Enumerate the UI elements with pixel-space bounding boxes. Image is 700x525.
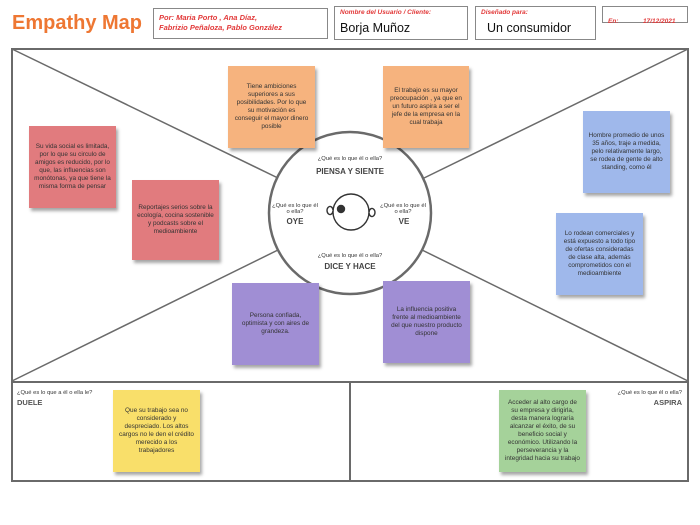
ve-label: VE (398, 217, 410, 226)
sticky-note-piensa-2: El trabajo es su mayor preocupación , ya… (383, 66, 469, 148)
dice-question: ¿Qué es lo que él o ella? (317, 253, 383, 259)
designed-for-label: Diseñado para: (481, 9, 528, 16)
designed-for-box: Diseñado para: Un consumidor (475, 6, 596, 40)
center-circle (267, 130, 433, 296)
sticky-note-ve-2: Lo rodean comerciales y está expuesto a … (556, 213, 643, 295)
user-name-value: Borja Muñoz (340, 21, 411, 35)
authors-line-1: Por: Maria Porto , Ana Díaz, (159, 13, 258, 22)
dice-label: DICE Y HACE (324, 262, 376, 271)
authors-line-2: Fabrizio Peñaloza, Pablo González (159, 23, 282, 32)
sticky-note-oye-2: Reportajes serios sobre la ecología, coc… (132, 180, 219, 260)
sticky-note-piensa-1: Tiene ambiciones superiores a sus posibi… (228, 66, 315, 148)
user-name-box: Nombre del Usuario / Cliente: Borja Muño… (334, 6, 468, 40)
oye-label: OYE (286, 217, 304, 226)
duele-question: ¿Qué es lo que a él o ella le? (17, 390, 93, 396)
sticky-note-aspira-1: Acceder al alto cargo de su empresa y di… (499, 390, 586, 472)
aspira-question: ¿Qué es lo que él o ella? (617, 390, 682, 396)
user-name-label: Nombre del Usuario / Cliente: (340, 9, 432, 16)
piensa-question: ¿Qué es lo que él o ella? (317, 156, 383, 162)
duele-label: DUELE (17, 398, 43, 407)
aspira-label: ASPIRA (653, 398, 682, 407)
oye-question: ¿Qué es lo que él o ella? (272, 203, 318, 215)
sticky-note-oye-1: Su vida social es limitada, por lo que s… (29, 126, 116, 208)
date-label: En: (608, 18, 619, 25)
sticky-note-duele-1: Que su trabajo sea no considerado y desp… (113, 390, 200, 472)
piensa-label: PIENSA Y SIENTE (316, 167, 384, 176)
designed-for-value: Un consumidor (487, 21, 572, 35)
authors-box: Por: Maria Porto , Ana Díaz, Fabrizio Pe… (153, 8, 328, 39)
sticky-note-dice-2: La influencia positiva frente al medioam… (383, 281, 470, 363)
date-box: En: 17/12/2021 (602, 6, 688, 25)
page-title: Empathy Map (12, 12, 143, 34)
sticky-note-ve-1: Hombre promedio de unos 35 años, traje a… (583, 111, 670, 193)
date-value: 17/12/2021 (642, 18, 676, 25)
head-icon (326, 193, 376, 231)
ve-question: ¿Qué es lo que él o ella? (380, 203, 426, 215)
sticky-note-dice-1: Persona confiada, optimista y con aires … (232, 283, 319, 365)
